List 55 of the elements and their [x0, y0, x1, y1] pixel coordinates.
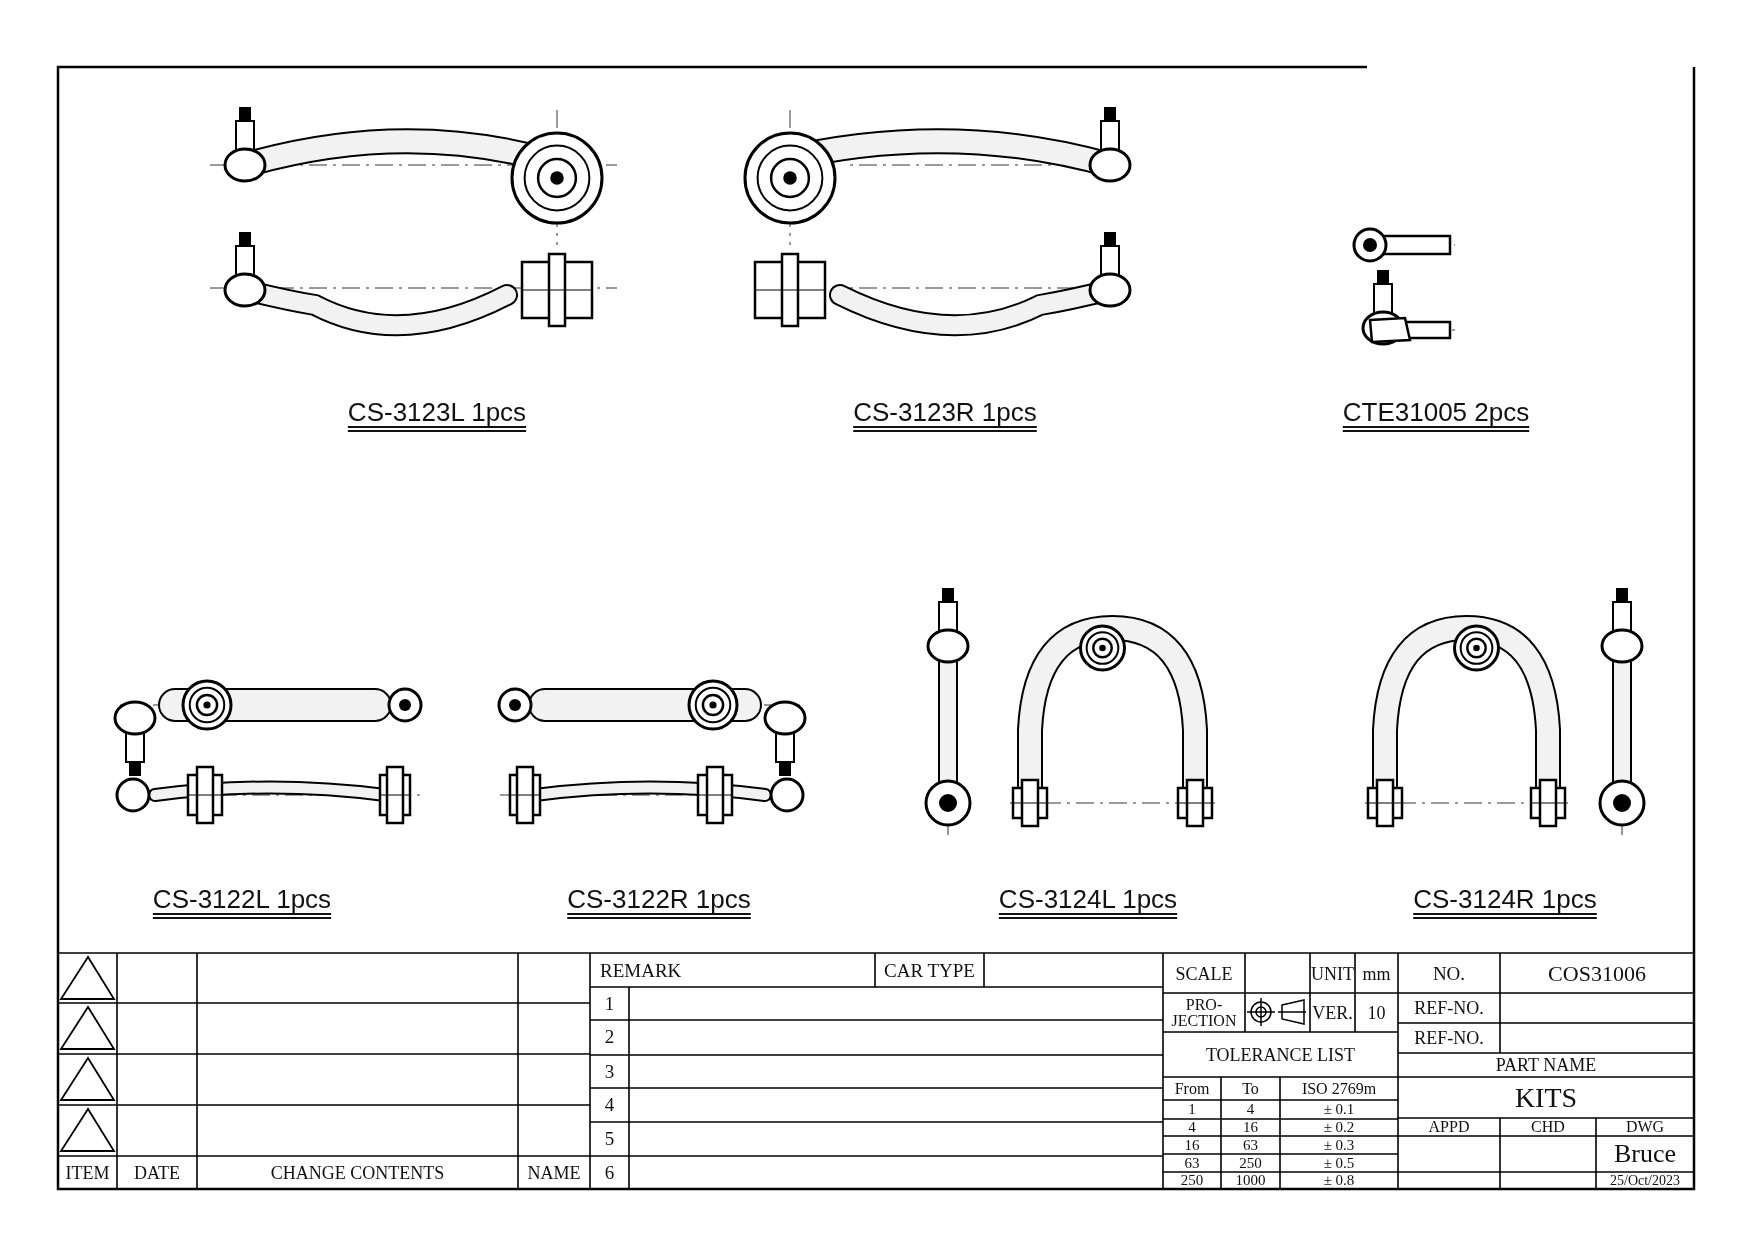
table-header: CAR TYPE — [883, 958, 976, 983]
part-number-caption: CS-3122L 1pcs — [151, 883, 333, 916]
table-header: ISO 2769m — [1300, 1078, 1378, 1099]
table-cell-text: 250 — [1238, 1154, 1263, 1172]
table-cell-text: mm — [1361, 962, 1392, 986]
table-cell-text: ± 0.3 — [1322, 1136, 1356, 1154]
table-header: DWG — [1624, 1118, 1666, 1136]
table-header: CHD — [1530, 1118, 1566, 1136]
part-number-caption: CS-3124L 1pcs — [997, 883, 1179, 916]
table-cell-text: 3 — [603, 1060, 616, 1084]
table-cell-text: 250 — [1179, 1172, 1205, 1189]
table-cell-text: ± 0.2 — [1322, 1119, 1356, 1136]
table-cell-text: 63 — [1242, 1136, 1259, 1154]
part-number-caption: CS-3122R 1pcs — [566, 883, 752, 916]
part-number-caption: CS-3123L 1pcs — [346, 396, 528, 429]
table-header: PRO- JECTION — [1170, 994, 1238, 1031]
table-cell-text: ± 0.8 — [1322, 1172, 1356, 1189]
table-cell-text: COS31006 — [1547, 959, 1647, 988]
table-header: NAME — [526, 1161, 582, 1185]
table-header: UNIT — [1310, 962, 1355, 986]
table-header: NO. — [1431, 962, 1467, 986]
part-number-caption: CS-3124R 1pcs — [1412, 883, 1598, 916]
table-header: REF-NO. — [1413, 997, 1485, 1020]
table-cell-text: 4 — [603, 1093, 616, 1117]
table-header: SCALE — [1174, 962, 1234, 986]
table-cell-text: 5 — [603, 1127, 616, 1151]
table-cell-text: 1000 — [1234, 1172, 1267, 1189]
table-cell-text: KITS — [1513, 1080, 1579, 1115]
table-header: REF-NO. — [1413, 1027, 1485, 1050]
table-cell-text: 10 — [1366, 1001, 1387, 1025]
table-cell-text: 1 — [603, 992, 616, 1016]
table-header: APPD — [1427, 1118, 1471, 1136]
table-cell-text: 16 — [1242, 1119, 1259, 1136]
table-header: DATE — [133, 1161, 181, 1185]
table-cell-text: ± 0.1 — [1322, 1100, 1356, 1119]
part-number-caption: CTE31005 2pcs — [1341, 396, 1531, 429]
table-header: CHANGE CONTENTS — [269, 1161, 446, 1185]
part-number-caption: CS-3123R 1pcs — [852, 396, 1038, 429]
table-cell-text: 2 — [603, 1025, 616, 1049]
table-header: VER. — [1311, 1001, 1354, 1025]
table-cell-text: Bruce — [1612, 1138, 1678, 1170]
table-header: ITEM — [64, 1161, 111, 1185]
table-cell-text: 1 — [1187, 1100, 1197, 1119]
table-header: TOLERANCE LIST — [1204, 1043, 1357, 1067]
table-cell-text: ± 0.5 — [1322, 1154, 1356, 1172]
table-cell-text: 25/Oct/2023 — [1609, 1172, 1681, 1189]
table-cell-text: 63 — [1183, 1154, 1201, 1172]
table-header: From — [1173, 1078, 1211, 1099]
table-cell-text: 4 — [1245, 1100, 1256, 1119]
table-header: PART NAME — [1494, 1054, 1598, 1077]
table-cell-text: 16 — [1183, 1136, 1201, 1154]
table-header: REMARK — [599, 958, 683, 983]
table-header: To — [1241, 1078, 1260, 1099]
table-cell-text: 6 — [603, 1161, 616, 1185]
table-cell-text: 4 — [1187, 1119, 1197, 1136]
